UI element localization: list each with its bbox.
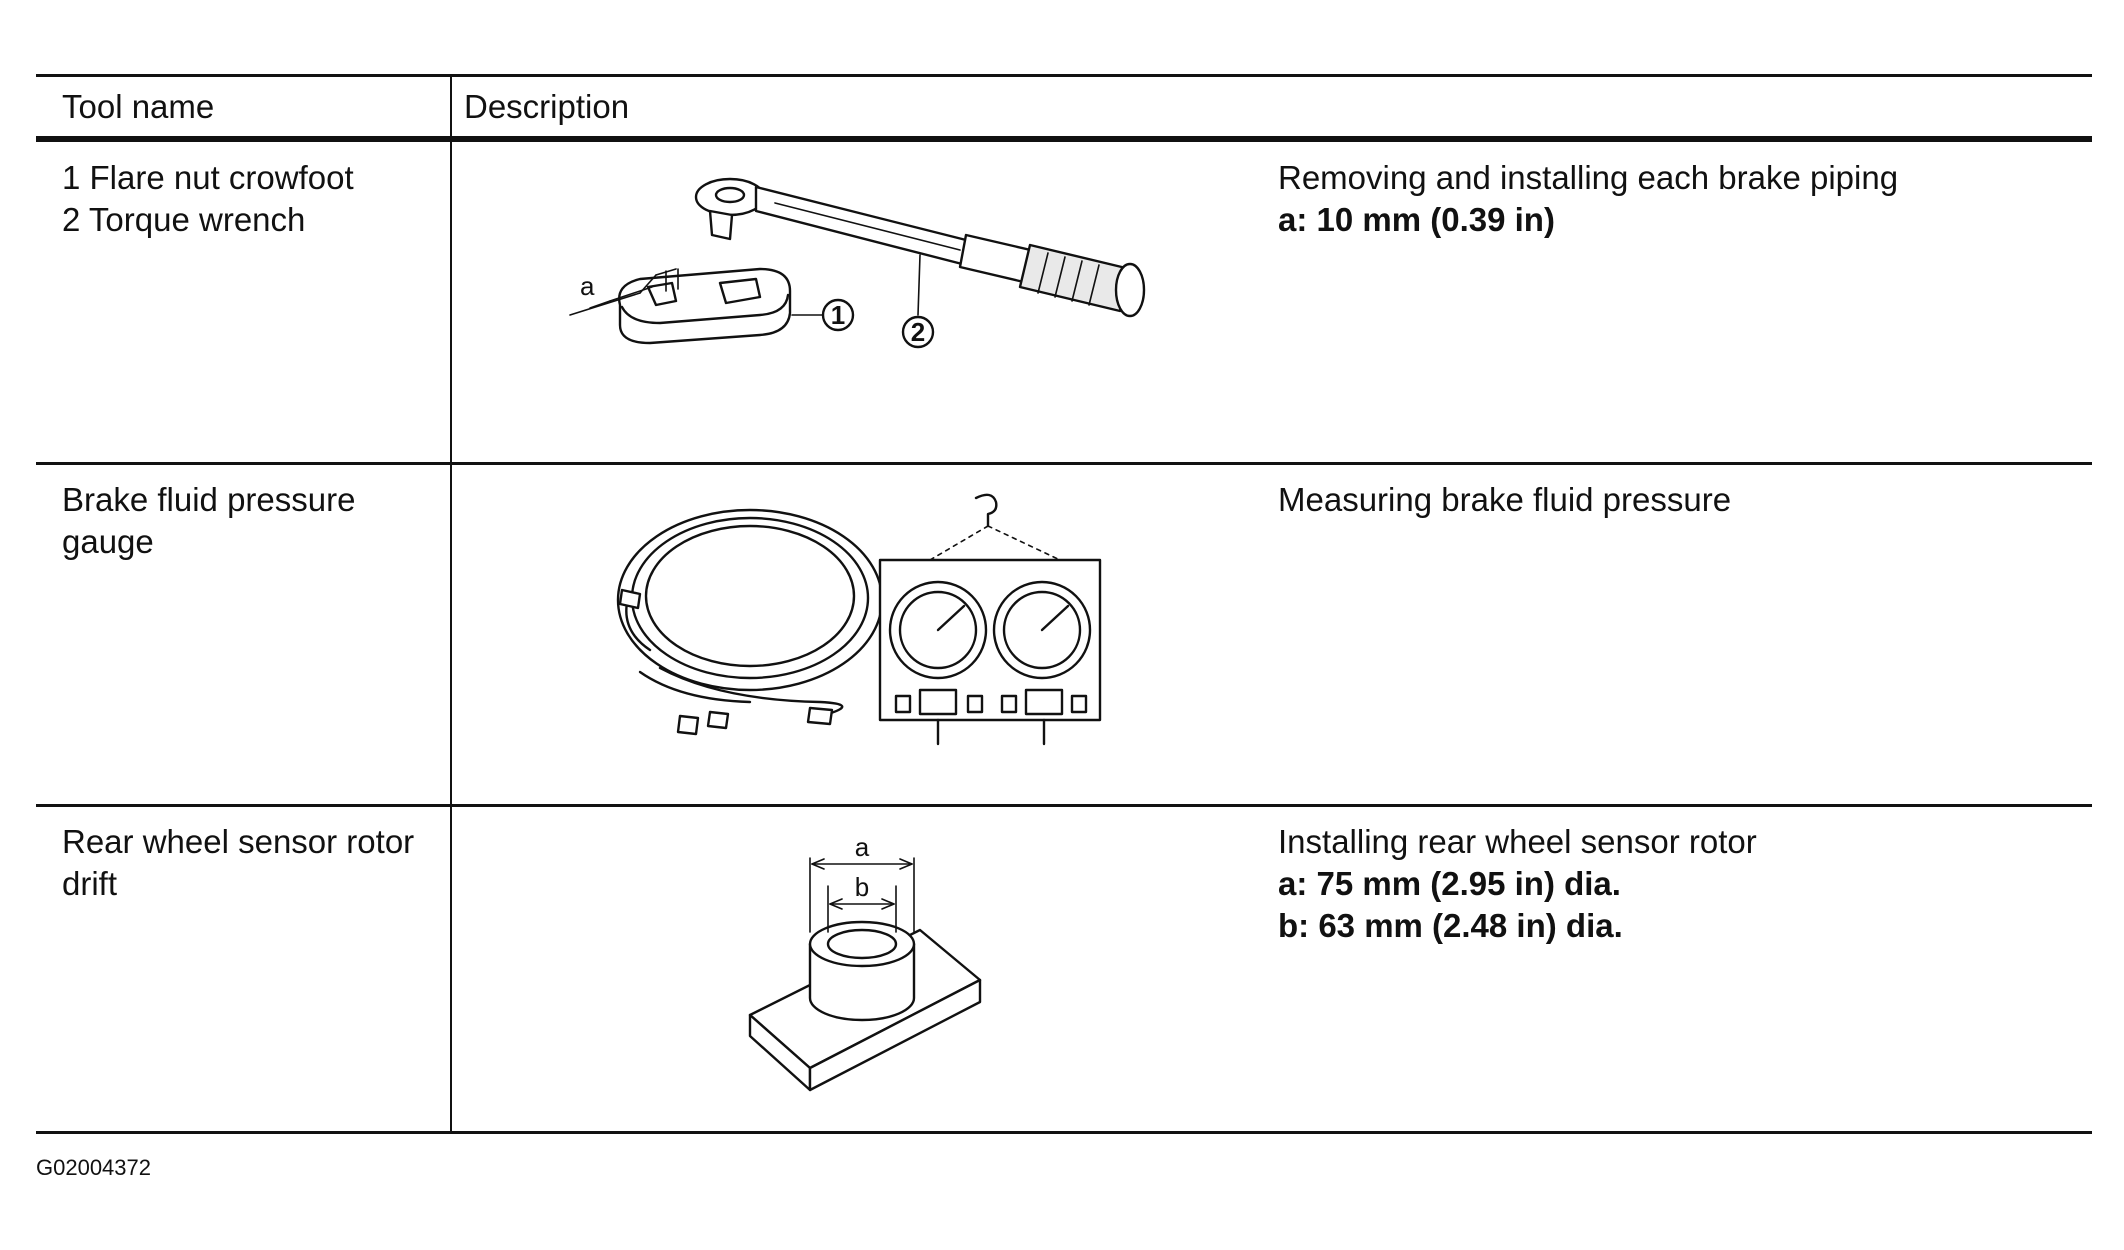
header-description: Description [464,88,630,125]
table-top-rule [36,74,2092,77]
row-2-tool-name: Brake fluid pressure gauge [62,481,356,560]
callout-1: 1 [831,300,845,330]
gauge-manifold-icon [880,495,1100,744]
row-1-tool-name: 1 Flare nut crowfoot 2 Torque wrench [62,159,354,238]
torque-wrench-illustration: 2 a 1 [560,165,1160,395]
header-tool-name: Tool name [62,88,215,125]
table-bottom-rule [36,1131,2092,1134]
rotor-drift-icon [750,858,980,1090]
row-3-description: Installing rear wheel sensor rotor [1278,823,1757,860]
row-1-description: Removing and installing each brake pipin… [1278,159,1899,196]
row-3-spec-b: b: 63 mm (2.48 in) dia. [1278,907,1623,944]
torque-wrench-icon [696,179,1144,316]
row-1-spec-a: a: 10 mm (0.39 in) [1278,201,1555,238]
hose-coil-icon [618,510,882,734]
row-3-tool-name: Rear wheel sensor rotor drift [62,823,415,902]
row-2-bottom-rule [36,804,2092,807]
row-1-bottom-rule [36,462,2092,465]
figure-id: G02004372 [36,1155,151,1180]
pressure-gauge-illustration [600,490,1130,750]
flare-nut-crowfoot-icon [570,269,822,343]
header-bottom-rule [36,136,2092,142]
callout-2: 2 [911,317,925,347]
sensor-rotor-drift-illustration: a b [740,832,1000,1090]
column-divider [450,74,452,1133]
row-3-spec-a: a: 75 mm (2.95 in) dia. [1278,865,1621,902]
row-2-description: Measuring brake fluid pressure [1278,481,1732,518]
callout-dim-a: a [855,832,870,862]
callout-dim-b: b [855,872,869,902]
callout-dim-a: a [580,271,595,301]
